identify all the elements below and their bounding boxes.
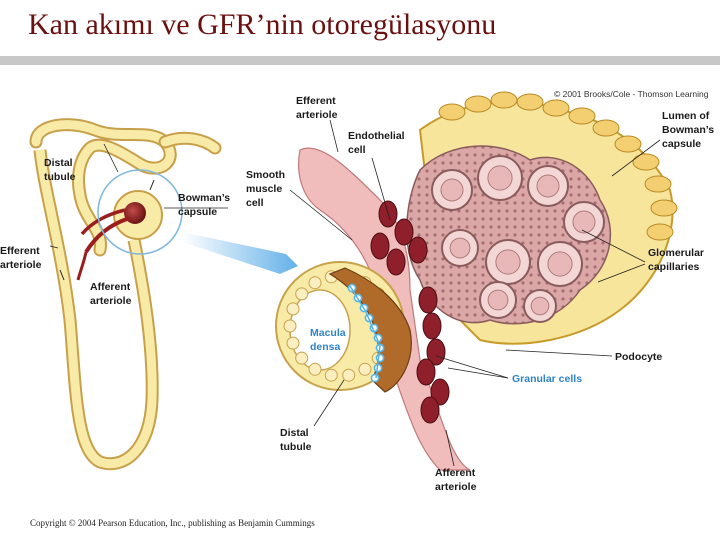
label-afferent-bottom: Afferent arteriole <box>435 467 478 493</box>
magnification-beam <box>182 232 298 274</box>
parietal-cell <box>650 199 678 217</box>
nephron-diagram: © 2001 Brooks/Cole - Thomson Learning <box>0 89 717 493</box>
parietal-cell <box>464 95 492 113</box>
parietal-cell <box>632 153 660 171</box>
tubule-cell <box>308 362 322 376</box>
smooth-muscle-cell <box>370 232 390 260</box>
tubule-cell <box>324 368 338 382</box>
capillary-lumen <box>547 251 573 277</box>
label-efferent-left: Efferent arteriole <box>0 245 43 271</box>
copyright-credit: © 2001 Brooks/Cole - Thomson Learning <box>554 89 709 99</box>
smooth-muscle-cell <box>430 378 450 406</box>
capillary-lumen <box>536 174 560 198</box>
smooth-muscle-cell <box>418 286 438 314</box>
capillary-lumen <box>572 210 596 234</box>
label-distal-tubule-bottom: Distal tubule <box>280 427 312 453</box>
smooth-muscle-cell <box>420 396 440 424</box>
label-smooth-muscle: Smooth muscle cell <box>246 169 288 209</box>
tubule-cell <box>308 276 322 290</box>
smooth-muscle-cell <box>422 312 442 340</box>
capillary-lumen <box>530 296 550 316</box>
parietal-cell <box>542 99 570 117</box>
label-podocyte: Podocyte <box>615 351 662 363</box>
parietal-cell <box>438 103 466 121</box>
parietal-cell <box>516 93 544 111</box>
label-lumen: Lumen of Bowman’s capsule <box>662 110 717 150</box>
capillary-lumen <box>440 178 464 202</box>
label-granular-cells: Granular cells <box>512 373 582 385</box>
parietal-cell <box>614 135 642 153</box>
parietal-cell <box>490 91 518 109</box>
capillary-lumen <box>449 237 471 259</box>
tubule-cell <box>358 362 372 376</box>
capillary-lumen <box>487 165 513 191</box>
slide-title: Kan akımı ve GFR’nin otoregülasyonu <box>28 8 497 41</box>
smooth-muscle-cell <box>416 358 436 386</box>
labels: Distal tubule Efferent arteriole Afferen… <box>0 95 717 493</box>
smooth-muscle-cell <box>408 236 428 264</box>
smooth-muscle-cell <box>386 248 406 276</box>
parietal-cell <box>644 175 672 193</box>
tubule-cell <box>286 302 300 316</box>
macula-densa-nucleus <box>370 373 380 383</box>
label-glomerular: Glomerular capillaries <box>648 247 707 273</box>
label-macula-densa: Macula densa <box>310 327 349 353</box>
tubule-cell <box>295 287 309 301</box>
label-endothelial: Endothelial cell <box>348 130 408 156</box>
nephron-overview <box>29 118 222 471</box>
label-bowmans-capsule: Bowman’s capsule <box>178 192 233 218</box>
label-efferent-top: Efferent arteriole <box>296 95 339 121</box>
title-divider <box>0 56 720 65</box>
parietal-cell <box>568 107 596 125</box>
parietal-cell <box>592 119 620 137</box>
smooth-muscle-cell <box>426 338 446 366</box>
parietal-cell <box>646 223 674 241</box>
juxtaglomerular-detail <box>275 91 678 471</box>
tubule-cell <box>283 319 297 333</box>
capillary-lumen <box>487 289 509 311</box>
footer-copyright: Copyright © 2004 Pearson Education, Inc.… <box>30 518 315 528</box>
label-afferent-left: Afferent arteriole <box>90 281 133 307</box>
smooth-muscle-cell <box>394 218 414 246</box>
tubule-cell <box>342 368 356 382</box>
capillary-lumen <box>495 249 521 275</box>
tubule-cell <box>286 336 300 350</box>
tubule-cell <box>295 351 309 365</box>
label-distal-tubule-left: Distal tubule <box>44 157 76 183</box>
